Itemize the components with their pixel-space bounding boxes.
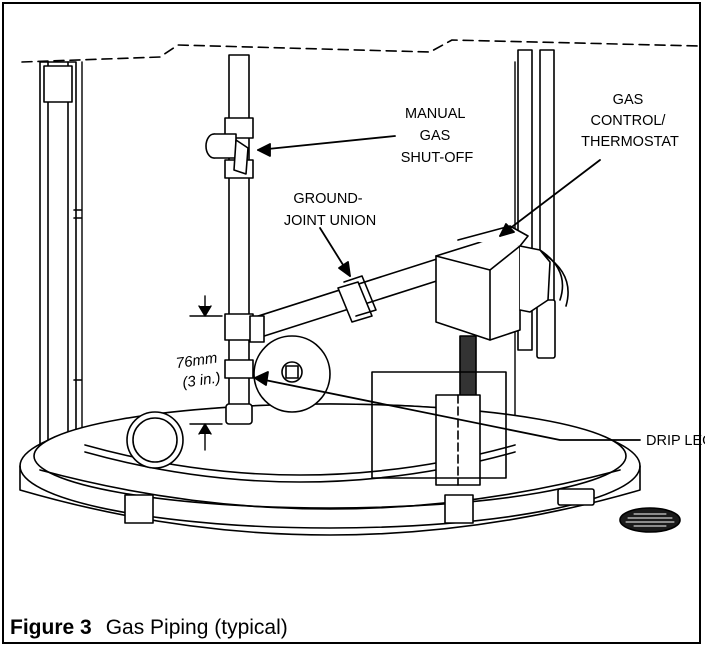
cutaway-line bbox=[21, 39, 701, 63]
figure-title: Gas Piping (typical) bbox=[105, 616, 288, 639]
horizontal-gas-line bbox=[249, 257, 447, 343]
floor-drain bbox=[619, 507, 681, 533]
thermocouple-tube bbox=[371, 335, 507, 486]
water-pipes bbox=[517, 49, 556, 359]
shutoff-valve bbox=[205, 133, 249, 175]
dimension-marks bbox=[189, 295, 223, 451]
label-dimension: 76mm (3 in.) bbox=[175, 349, 226, 392]
rating-badge bbox=[126, 411, 184, 469]
label-gas-control-thermostat: GAS CONTROL/ THERMOSTAT bbox=[581, 92, 679, 150]
left-vent-pipe bbox=[39, 61, 83, 449]
leader-arrows bbox=[254, 135, 641, 441]
floor-drain-grate bbox=[625, 513, 675, 527]
label-drip-leg: DRIP LEG bbox=[646, 433, 705, 449]
arrow-gas-control bbox=[499, 159, 601, 237]
drain-pan bbox=[19, 403, 641, 536]
arrow-shutoff bbox=[257, 135, 396, 151]
figure-number: Figure 3 bbox=[10, 616, 92, 639]
label-ground-joint-union: GROUND- JOINT UNION bbox=[284, 191, 376, 229]
label-manual-gas-shutoff: MANUAL GAS SHUT-OFF bbox=[401, 106, 474, 166]
figure-caption: Figure 3 Gas Piping (typical) bbox=[10, 616, 288, 640]
arrow-drip-leg bbox=[254, 377, 641, 441]
vertical-gas-pipe bbox=[224, 54, 254, 425]
gas-control-unit bbox=[435, 225, 569, 341]
